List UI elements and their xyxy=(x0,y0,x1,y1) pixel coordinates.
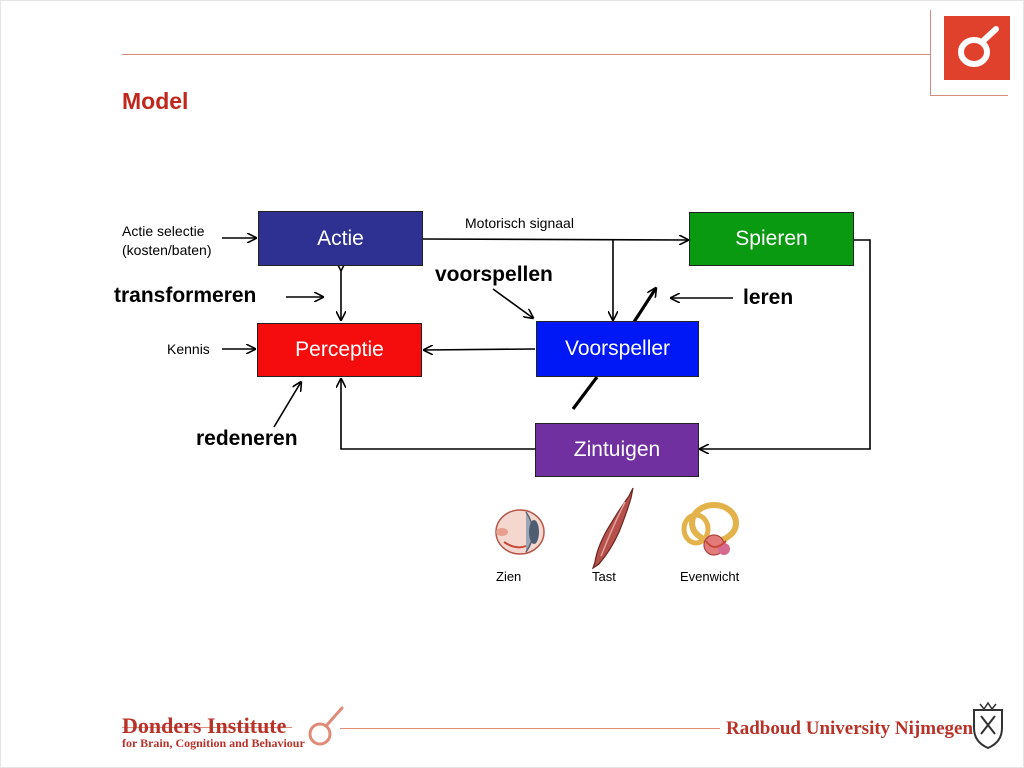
logo-frame-line xyxy=(930,10,931,96)
voorspeller-label: Voorspeller xyxy=(564,337,671,360)
redeneren-label: redeneren xyxy=(196,427,298,450)
footer-rule xyxy=(340,728,720,729)
inner-ear-icon xyxy=(678,501,744,568)
kennis-label: Kennis xyxy=(167,341,210,357)
actie-selectie-line-1: Actie selectie xyxy=(122,223,205,239)
perceptie-box: Perceptie xyxy=(257,323,422,377)
spieren-box: Spieren xyxy=(689,212,854,266)
transformeren-label: transformeren xyxy=(114,284,257,307)
actie-selectie-label: Actie selectie (kosten/baten) xyxy=(122,222,212,260)
perceptie-label: Perceptie xyxy=(295,338,384,361)
radboud-university-title: Radboud University Nijmegen xyxy=(726,718,974,739)
donders-logo-icon xyxy=(944,16,1010,80)
voorspeller-box: Voorspeller xyxy=(536,321,699,377)
arrow-motorisch-signaal xyxy=(422,239,688,240)
motorisch-signaal-label: Motorisch signaal xyxy=(465,215,574,231)
donders-institute-title: Donders Institute xyxy=(122,713,287,738)
actie-label: Actie xyxy=(317,226,364,250)
actie-selectie-line-2: (kosten/baten) xyxy=(122,242,212,258)
sense-label-zien: Zien xyxy=(496,569,522,584)
arrow-redeneren xyxy=(273,382,301,428)
logo-frame-line xyxy=(930,95,1008,96)
arrow-zintuigen-perceptie xyxy=(341,379,535,450)
actie-box: Actie xyxy=(258,211,423,266)
slide-title: Model xyxy=(122,88,189,114)
arrow-spieren-zintuigen xyxy=(700,239,871,449)
donders-institute-subtitle: for Brain, Cognition and Behaviour xyxy=(122,736,305,750)
zintuigen-box: Zintuigen xyxy=(535,423,699,477)
learning-line xyxy=(571,376,599,410)
donders-mark-icon xyxy=(300,704,346,755)
leren-label: leren xyxy=(743,286,794,309)
footer-rule xyxy=(122,727,292,728)
muscle-icon xyxy=(589,486,637,575)
arrow-voorspellen xyxy=(492,288,533,318)
sense-label-evenwicht: Evenwicht xyxy=(680,569,740,584)
voorspellen-label: voorspellen xyxy=(435,263,553,286)
sense-label-tast: Tast xyxy=(592,569,616,584)
radboud-crest-icon xyxy=(966,700,1010,755)
zintuigen-label: Zintuigen xyxy=(573,438,661,461)
eye-icon xyxy=(490,506,548,563)
arrow-voorspeller-perceptie xyxy=(424,349,536,350)
spieren-label: Spieren xyxy=(735,227,808,250)
header-rule xyxy=(122,54,930,55)
